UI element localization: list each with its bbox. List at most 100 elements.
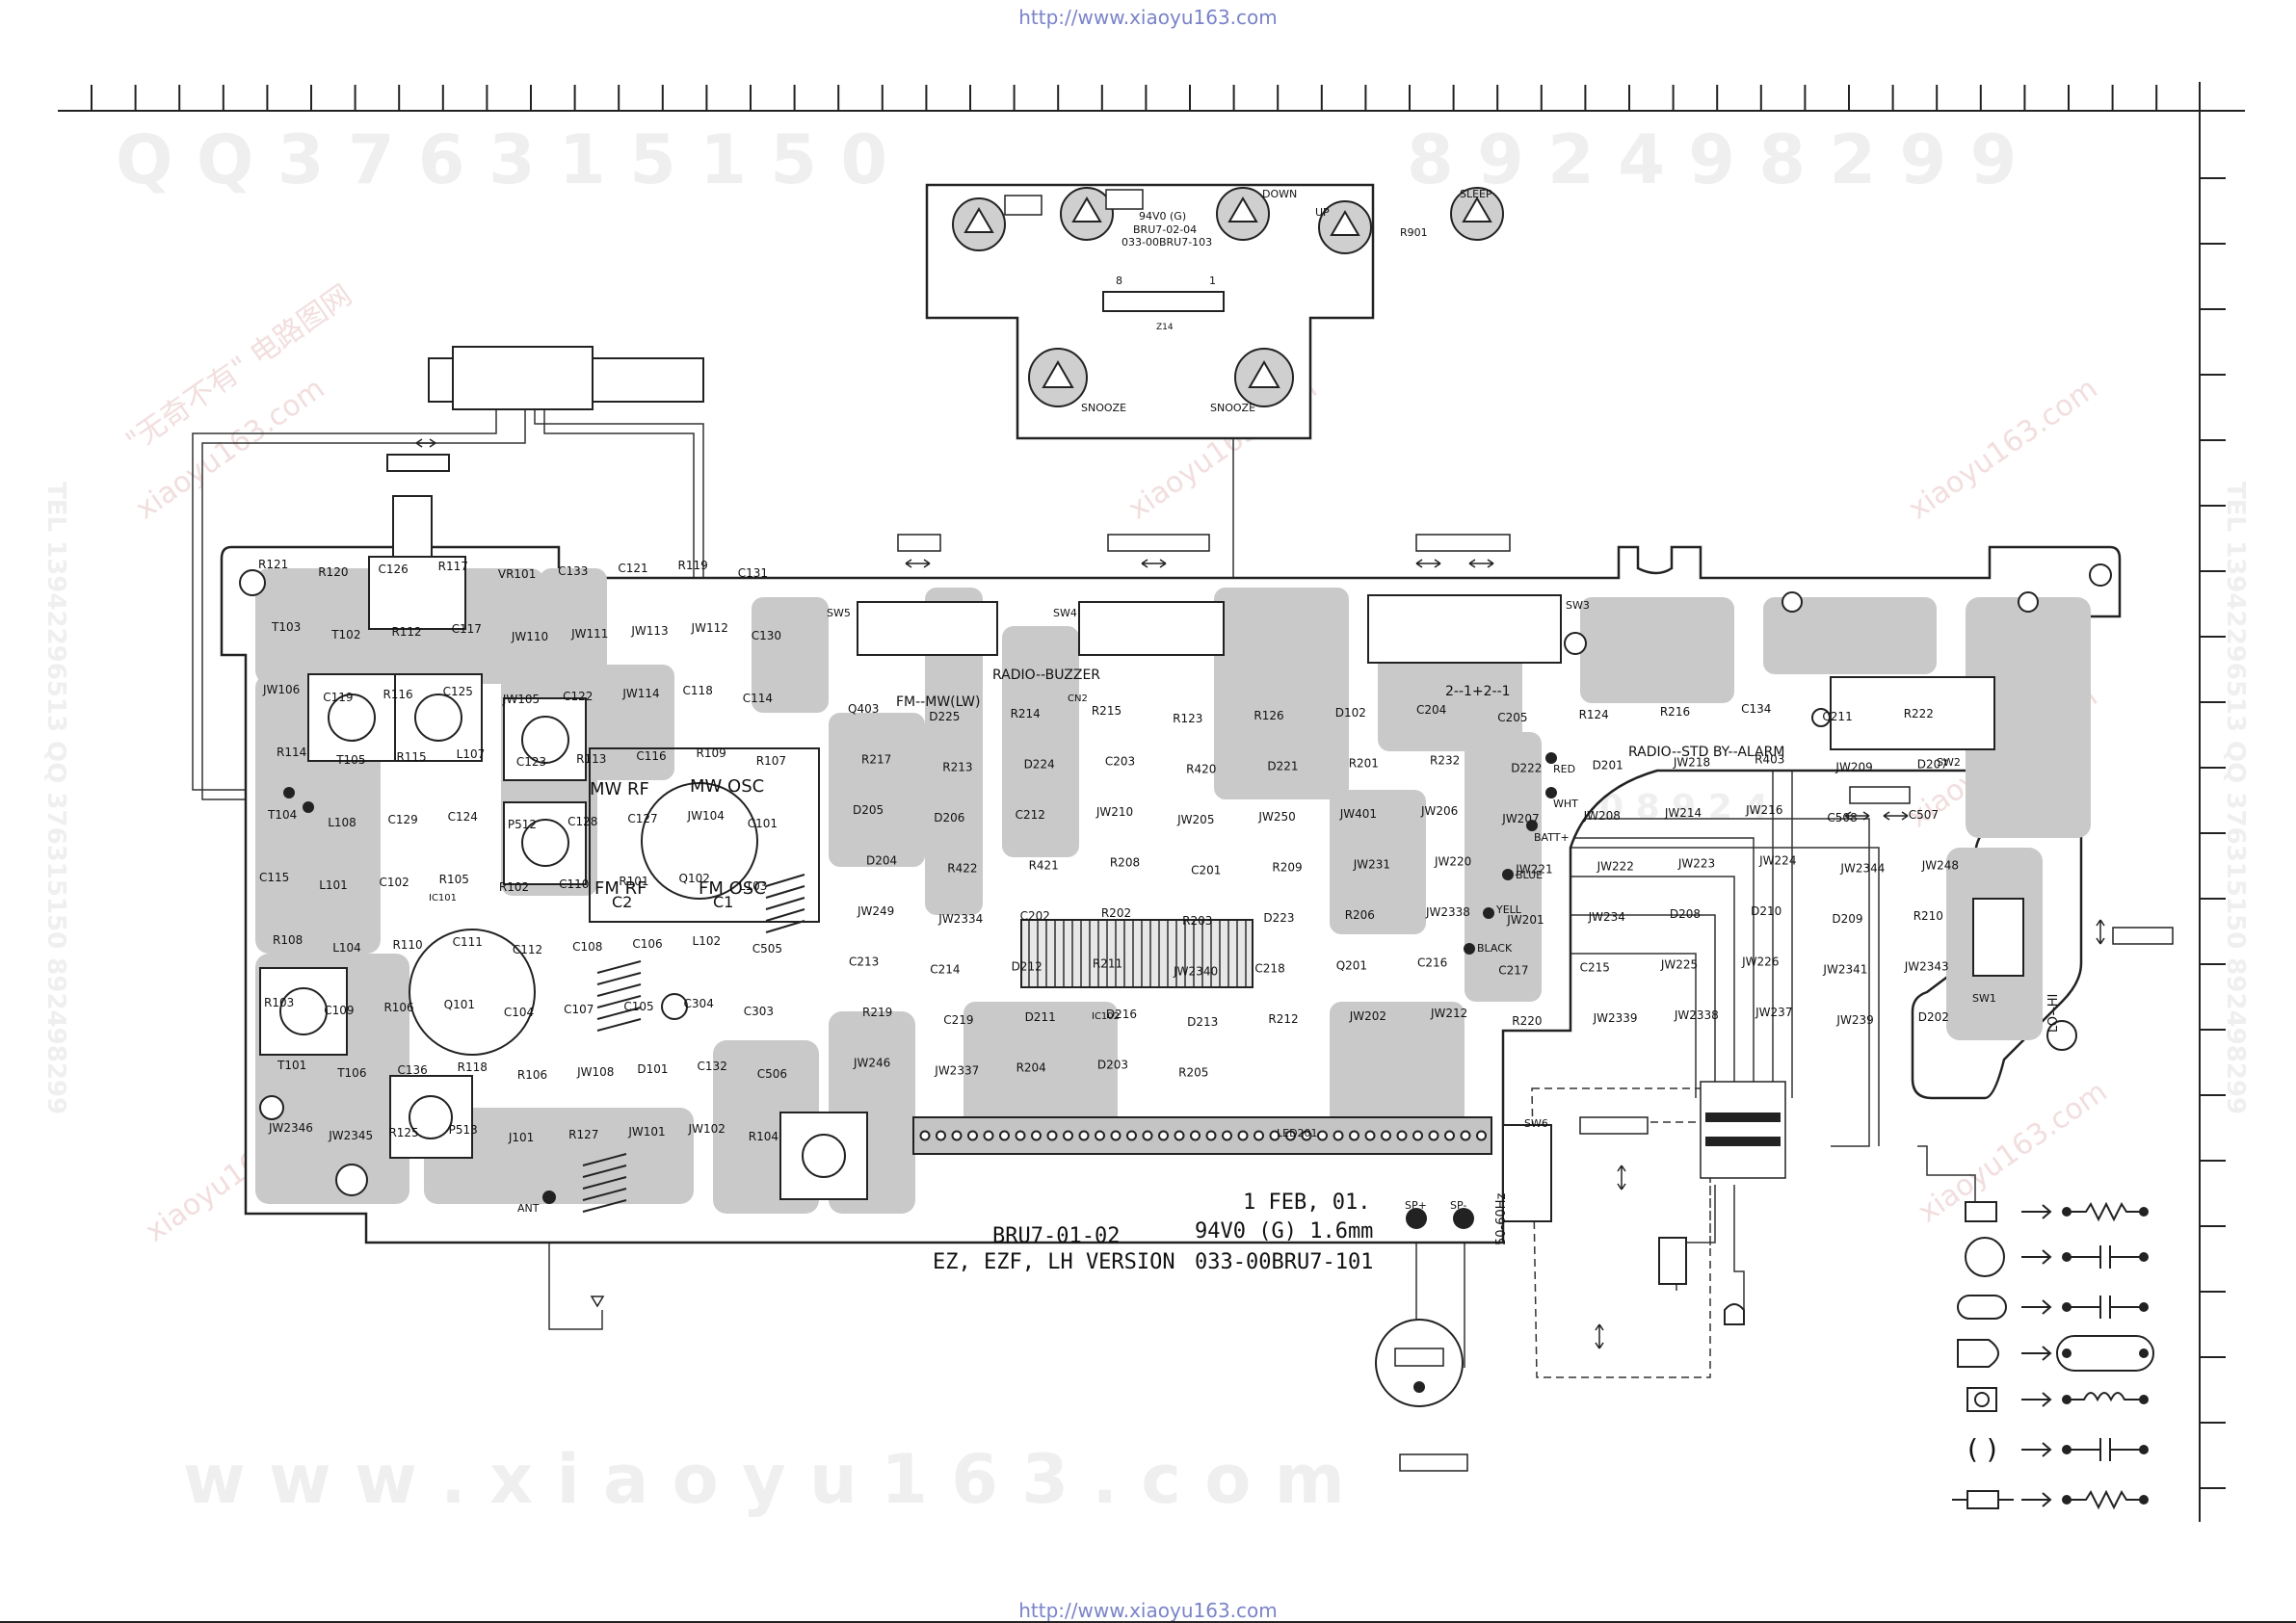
component-right-92: R220 bbox=[1512, 1014, 1542, 1028]
component-right-65: JW234 bbox=[1588, 910, 1625, 924]
component-right-46: C201 bbox=[1191, 864, 1221, 877]
component-right-25: R403 bbox=[1755, 753, 1784, 767]
component-right-16: D224 bbox=[1024, 758, 1055, 772]
component-right-97: D202 bbox=[1918, 1010, 1949, 1024]
component-left-30: L107 bbox=[457, 747, 486, 761]
component-left-61: L102 bbox=[693, 934, 722, 948]
component-left-56: R110 bbox=[392, 938, 422, 952]
component-right-55: JW248 bbox=[1921, 859, 1959, 873]
component-right-70: C213 bbox=[849, 955, 879, 969]
component-right-49: JW220 bbox=[1434, 855, 1471, 869]
component-right-13: R222 bbox=[1904, 707, 1934, 720]
coil-transformers bbox=[259, 673, 868, 1200]
component-left-83: R125 bbox=[388, 1126, 418, 1139]
component-right-31: JW210 bbox=[1095, 805, 1133, 819]
component-right-59: R202 bbox=[1101, 906, 1131, 920]
component-right-81: JW226 bbox=[1741, 955, 1779, 969]
board-date: 1 FEB, 01. bbox=[1243, 1191, 1370, 1215]
component-left-47: C102 bbox=[379, 876, 409, 889]
component-right-1: D225 bbox=[929, 710, 960, 723]
sp-plus-pad bbox=[1406, 1208, 1427, 1229]
component-left-29: R115 bbox=[396, 750, 426, 764]
component-right-7: C204 bbox=[1416, 703, 1446, 717]
sp-minus-pad bbox=[1453, 1208, 1474, 1229]
label-batt: BATT+ bbox=[1534, 831, 1570, 844]
component-left-22: JW105 bbox=[502, 693, 540, 706]
component-right-32: JW205 bbox=[1176, 813, 1214, 826]
frame-ruler bbox=[0, 82, 2296, 1623]
component-left-52: Q102 bbox=[679, 872, 710, 885]
component-right-67: D210 bbox=[1751, 904, 1781, 918]
component-left-59: C108 bbox=[572, 940, 602, 954]
component-right-5: R126 bbox=[1254, 709, 1283, 722]
component-right-72: D212 bbox=[1012, 960, 1042, 974]
component-right-52: JW223 bbox=[1677, 857, 1715, 871]
component-left-42: C127 bbox=[627, 812, 657, 825]
component-left-1: R120 bbox=[318, 565, 348, 579]
component-left-6: C121 bbox=[618, 562, 647, 575]
component-right-12: C211 bbox=[1822, 710, 1852, 723]
component-left-31: C123 bbox=[516, 755, 546, 769]
component-left-66: Q101 bbox=[444, 998, 475, 1011]
component-right-94: JW2338 bbox=[1674, 1008, 1719, 1022]
component-left-53: L103 bbox=[739, 879, 768, 893]
component-right-38: JW214 bbox=[1664, 806, 1702, 820]
component-right-44: R421 bbox=[1029, 859, 1059, 873]
component-right-41: C507 bbox=[1909, 808, 1939, 822]
component-right-27: D207 bbox=[1917, 758, 1948, 772]
component-left-51: R101 bbox=[619, 875, 648, 888]
component-left-23: C122 bbox=[563, 690, 593, 703]
label-red: RED bbox=[1553, 763, 1575, 775]
component-right-21: R232 bbox=[1430, 754, 1460, 768]
component-left-73: T106 bbox=[336, 1066, 366, 1080]
component-right-30: C212 bbox=[1016, 808, 1045, 822]
component-left-19: C119 bbox=[323, 691, 353, 704]
footer-url[interactable]: http://www.xiaoyu163.com bbox=[1018, 1599, 1278, 1622]
component-right-66: D208 bbox=[1670, 907, 1701, 921]
component-right-33: JW250 bbox=[1257, 810, 1295, 824]
component-right-102: R205 bbox=[1178, 1066, 1208, 1080]
label-sw3: SW3 bbox=[1566, 599, 1590, 612]
main-pcb-outline bbox=[220, 545, 2122, 1244]
ant-pad bbox=[542, 1191, 556, 1204]
component-left-62: C505 bbox=[752, 942, 782, 955]
component-right-86: D211 bbox=[1025, 1010, 1056, 1024]
component-left-26: C114 bbox=[743, 692, 773, 705]
component-right-56: JW249 bbox=[857, 904, 894, 918]
component-right-50: JW221 bbox=[1515, 863, 1552, 877]
component-left-2: C126 bbox=[378, 563, 408, 576]
switch-board-down: DOWN bbox=[1262, 188, 1297, 200]
component-right-93: JW2339 bbox=[1593, 1011, 1638, 1025]
component-left-69: C105 bbox=[623, 1000, 653, 1013]
component-right-3: R215 bbox=[1092, 704, 1122, 718]
watermark-top-right: 8 9 2 4 9 8 2 9 9 bbox=[1407, 120, 2017, 199]
component-right-101: D203 bbox=[1097, 1059, 1128, 1072]
component-right-34: JW401 bbox=[1339, 807, 1377, 821]
board-spec: 94V0 (G) 1.6mm bbox=[1195, 1219, 1373, 1243]
component-left-81: JW2346 bbox=[268, 1121, 313, 1135]
label-mw-osc: MW OSC bbox=[690, 776, 764, 797]
component-right-75: C218 bbox=[1254, 962, 1284, 976]
component-left-16: JW112 bbox=[691, 621, 728, 635]
component-right-61: D223 bbox=[1263, 911, 1294, 925]
component-left-36: T104 bbox=[267, 808, 297, 822]
label-ant: ANT bbox=[517, 1202, 540, 1215]
component-right-39: JW216 bbox=[1745, 803, 1782, 817]
component-left-14: JW111 bbox=[570, 627, 608, 641]
label-radio-buzzer: RADIO--BUZZER bbox=[992, 668, 1100, 683]
component-left-18: JW106 bbox=[262, 683, 300, 696]
component-left-50: C110 bbox=[559, 877, 589, 891]
component-right-28: D205 bbox=[853, 803, 884, 817]
component-left-74: C136 bbox=[397, 1063, 427, 1077]
component-left-75: R118 bbox=[458, 1060, 488, 1074]
mounting-holes bbox=[239, 563, 2112, 1196]
mains-plug bbox=[1724, 1303, 1745, 1325]
watermark-side-right: TEL 13942296513 QQ 376315150 892498299 bbox=[2221, 482, 2250, 1114]
component-right-88: D213 bbox=[1187, 1015, 1218, 1029]
component-left-12: C117 bbox=[452, 622, 482, 636]
label-sw4: SW4 bbox=[1053, 607, 1077, 619]
component-left-85: J101 bbox=[508, 1131, 534, 1144]
header-url[interactable]: http://www.xiaoyu163.com bbox=[1018, 6, 1278, 29]
